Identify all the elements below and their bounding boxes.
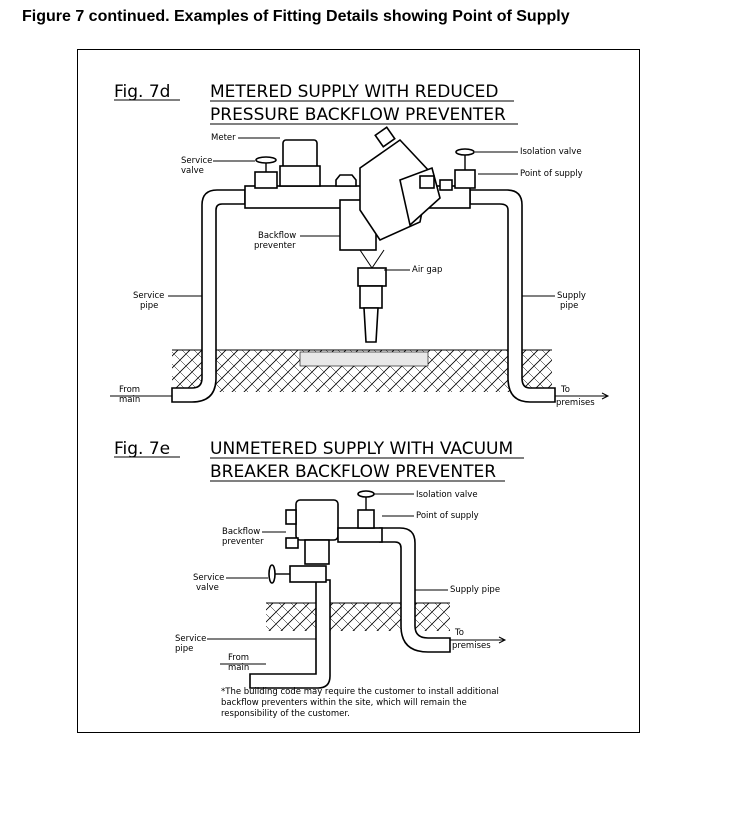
to-premises-label-7e: To: [454, 628, 464, 638]
service-valve-label-7d: Service: [181, 156, 212, 166]
isolation-valve-label-7d: Isolation valve: [520, 147, 582, 157]
drain-funnel: [357, 267, 387, 287]
from-main-label-7d: From: [119, 385, 140, 395]
to-premises-label-7d-2: premises: [556, 398, 595, 408]
page-title: Figure 7 continued. Examples of Fitting …: [22, 8, 570, 25]
fig-7d-title-line1: METERED SUPPLY WITH REDUCED: [210, 82, 499, 102]
backflow-label-7e: Backflow: [222, 527, 260, 537]
meter-label: Meter: [211, 133, 236, 143]
drain-pipe-7d: [363, 307, 379, 343]
meter-base: [279, 165, 321, 187]
outlet-fitting-7e: [337, 527, 383, 543]
fig-7e: Fig. 7e UNMETERED SUPPLY WITH VACUUM BRE…: [114, 439, 524, 719]
from-main-label-7e: From: [228, 653, 249, 663]
test-cock-7e-1-icon: [285, 509, 297, 525]
fig-7d: Fig. 7d METERED SUPPLY WITH REDUCED PRES…: [110, 82, 610, 408]
ground-7e: [266, 603, 450, 631]
to-premises-label-7e-2: premises: [452, 641, 491, 651]
to-premises-arrow-7d: [555, 392, 610, 400]
service-pipe-label-7d-2: pipe: [140, 301, 158, 311]
test-cock-2-icon: [419, 175, 435, 189]
from-main-label-7e-2: main: [228, 663, 249, 673]
service-valve-label-7d-2: valve: [181, 166, 204, 176]
fig-7d-title-line2: PRESSURE BACKFLOW PREVENTER: [210, 105, 506, 125]
service-valve-handle-icon: [255, 156, 277, 164]
supply-pipe-label-7d: Supply: [557, 291, 586, 301]
to-premises-label-7d: To: [560, 385, 570, 395]
service-pipe-label-7e: Service: [175, 634, 206, 644]
point-of-supply-label-7e: Point of supply: [416, 511, 479, 521]
footnote-line1: *The building code may require the custo…: [221, 687, 499, 697]
backflow-label-7d: Backflow: [258, 231, 296, 241]
backflow-label-7d-2: preventer: [254, 241, 296, 251]
vacuum-breaker-lower: [304, 539, 330, 565]
supply-pipe-label-7d-2: pipe: [560, 301, 578, 311]
fig-7d-label: Fig. 7d: [114, 82, 170, 102]
footnote-line3: responsibility of the customer.: [221, 709, 350, 719]
service-pipe-label-7d: Service: [133, 291, 164, 301]
service-valve-handle-7e-icon: [268, 564, 276, 584]
isolation-valve-body-7d: [454, 169, 476, 189]
isolation-valve-label-7e: Isolation valve: [416, 490, 478, 500]
service-pipe-label-7e-2: pipe: [175, 644, 193, 654]
drain-body: [359, 285, 383, 309]
to-premises-arrow-7e: [450, 636, 507, 644]
figure-frame: [77, 49, 640, 733]
service-valve-label-7e: Service: [193, 573, 224, 583]
service-valve-body-7d: [254, 171, 278, 189]
fig-7e-label: Fig. 7e: [114, 439, 170, 459]
service-valve-body-7e: [289, 565, 327, 583]
excavation-7d: [299, 351, 429, 367]
isolation-valve-handle-7e-icon: [357, 490, 375, 498]
vacuum-breaker-body-icon: [295, 499, 339, 541]
service-valve-label-7e-2: valve: [196, 583, 219, 593]
service-pipe-7e: [249, 579, 331, 689]
backflow-label-7e-2: preventer: [222, 537, 264, 547]
isolation-valve-handle-icon: [455, 148, 475, 156]
point-of-supply-label-7d: Point of supply: [520, 169, 583, 179]
test-cock-1-icon: [335, 174, 357, 187]
test-cock-7e-2-icon: [285, 537, 299, 549]
supply-pipe-label-7e: Supply pipe: [450, 585, 500, 595]
fig-7e-title-line2: BREAKER BACKFLOW PREVENTER: [210, 462, 496, 482]
isolation-valve-body-7e: [357, 509, 375, 529]
from-main-label-7d-2: main: [119, 395, 140, 405]
point-of-supply-joint: [439, 179, 453, 191]
fig-7e-title-line1: UNMETERED SUPPLY WITH VACUUM: [210, 439, 513, 459]
air-gap-funnel: [359, 249, 385, 269]
air-gap-label: Air gap: [412, 265, 442, 275]
footnote-line2: backflow preventers within the site, whi…: [221, 698, 467, 708]
